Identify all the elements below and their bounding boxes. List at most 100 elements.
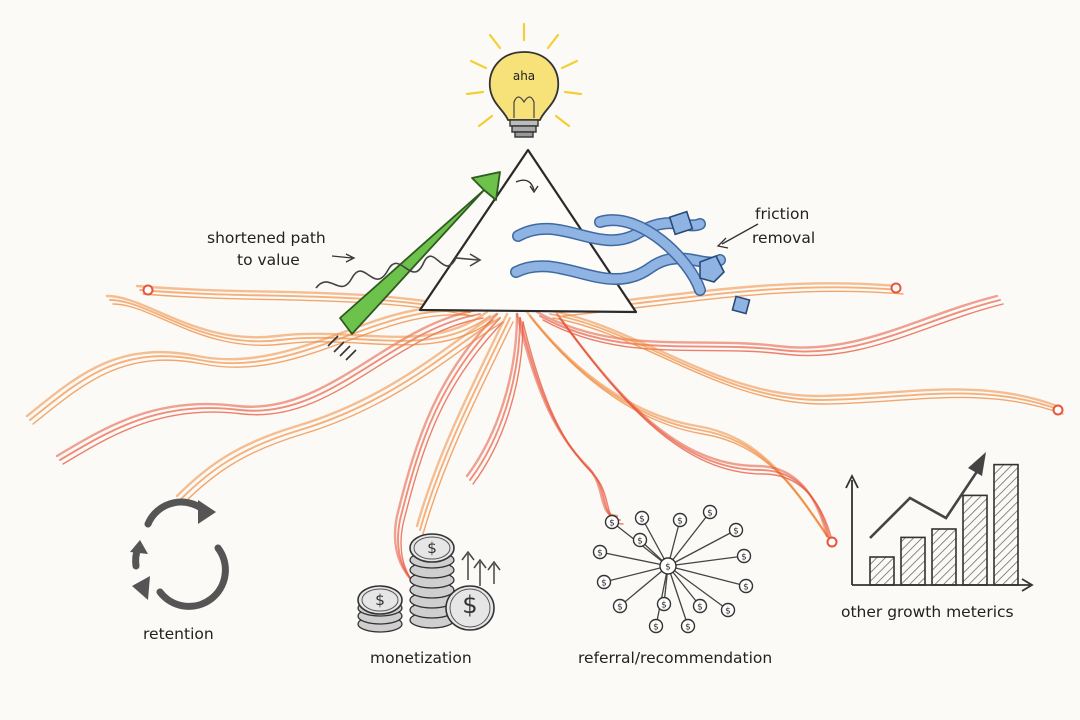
flow-stroke [472,321,524,485]
flow-stroke [105,294,489,339]
network-node-icon: $ [592,544,608,560]
svg-text:$: $ [733,527,739,537]
trend-arrow-icon [968,452,986,476]
svg-text:$: $ [462,591,477,619]
network-link [667,555,745,567]
network-node-icon: $ [692,598,708,614]
curved-arrow-icon [515,179,535,191]
flow-stroke [29,309,471,421]
svg-text:$: $ [597,549,603,559]
network-node-icon: $ [728,522,744,538]
flow-stroke [522,321,624,525]
flow-stroke [175,312,499,498]
coin-icon: $ [357,585,403,615]
network-link [667,565,729,611]
flow-stroke [400,321,504,595]
flow-end-dot [142,284,154,296]
flow-stroke [542,303,1004,357]
svg-text:$: $ [617,603,623,613]
green-arrow-icon [327,171,501,361]
svg-text:$: $ [725,607,731,617]
svg-text:$: $ [665,563,671,573]
network-hub-icon: $ [659,557,677,575]
up-arrows-icon [461,550,501,586]
network-node-icon: $ [596,574,612,590]
coin-icon: $ [409,533,455,563]
network-node-icon: $ [738,578,754,594]
flow-stroke [562,321,834,545]
network-link [599,551,669,567]
flow-stroke [469,317,521,481]
flow-stroke [25,305,469,418]
flow-end-dot [890,282,902,294]
coin-stack-icon: $$$ [357,533,495,633]
flow-stroke [419,317,511,531]
network-link [619,565,669,607]
squiggle-path [315,255,479,289]
network-node-icon: $ [702,504,718,520]
network-link [667,529,737,567]
growth-chart [845,452,1034,592]
network-node-icon: $ [648,618,664,634]
aha-label: aha [513,69,535,83]
svg-text:$: $ [677,517,683,527]
trend-line [869,469,980,539]
svg-text:$: $ [639,515,645,525]
coin-icon: $ [445,585,495,631]
shortened-path-label: shortened path [207,229,326,247]
flow-stroke [539,299,1001,353]
svg-text:$: $ [685,623,691,633]
network-node-icon: $ [656,596,672,612]
flow-stroke [59,313,481,461]
growth-label: other growth meterics [841,603,1014,621]
svg-text:$: $ [741,553,747,563]
flow-stroke [549,313,1061,411]
growth-bar [993,463,1019,586]
flow-stroke [535,294,999,349]
flow-stroke [179,317,501,501]
network-node-icon: $ [632,532,648,548]
growth-bar [869,556,895,586]
svg-text:$: $ [661,601,667,611]
svg-text:$: $ [697,603,703,613]
network-link [667,511,711,567]
flow-stroke [545,308,1059,408]
network-link [655,565,669,627]
svg-text:$: $ [707,509,713,519]
growth-bar [962,494,988,586]
flow-stroke [109,299,491,343]
network-node-icon: $ [612,598,628,614]
to-value-label: to value [237,251,300,269]
network-link [603,565,669,583]
flow-stroke [135,284,469,310]
retention-cycle-icon [132,498,229,610]
flow-stroke [55,308,479,458]
network-link [641,517,669,567]
flow-stroke [422,321,514,535]
flow-end-dot [826,536,838,548]
flow-stroke [532,319,834,545]
svg-text:$: $ [609,519,615,529]
flow-stroke [519,317,621,521]
svg-text:$: $ [653,623,659,633]
growth-bar [931,528,957,586]
svg-text:$: $ [375,591,385,609]
flow-stroke [552,317,1064,415]
retention-label: retention [143,625,214,643]
flow-stroke [112,303,494,346]
network-node-icon: $ [672,512,688,528]
flow-stroke [62,317,484,465]
flow-streams [25,282,1064,595]
growth-bar [900,536,926,586]
flow-stroke [465,312,519,478]
flow-stroke [397,317,501,591]
flow-stroke [415,312,509,528]
svg-text:$: $ [637,537,643,547]
network-node-icon: $ [680,618,696,634]
network-node-icon: $ [736,548,752,564]
removal-label: removal [752,229,815,247]
network-node-icon: $ [720,602,736,618]
flow-stroke [182,321,504,505]
network-link [667,565,689,627]
